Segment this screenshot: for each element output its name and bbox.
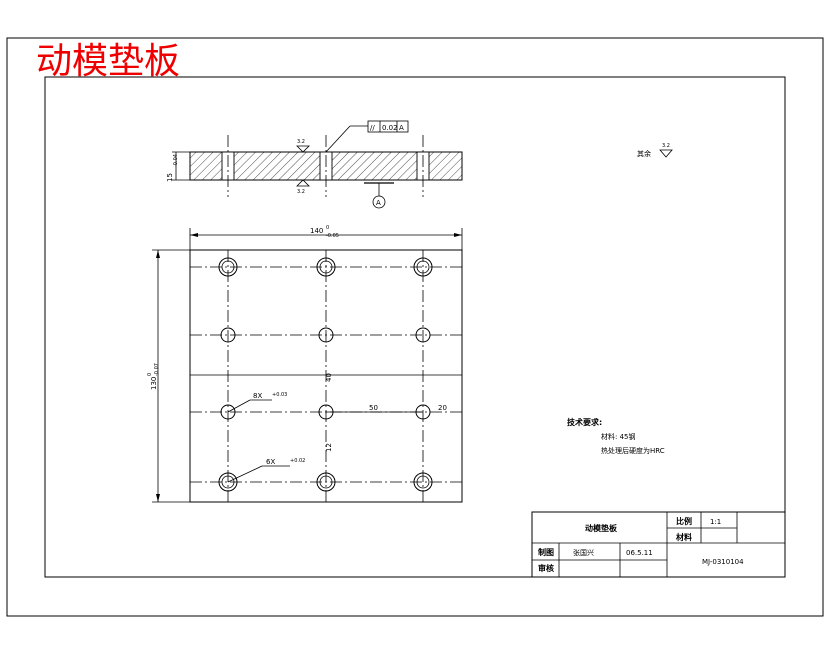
tb-check-label: 审核 <box>538 563 554 573</box>
hole <box>221 260 235 274</box>
hole <box>316 472 336 492</box>
flatness-frame <box>367 120 409 133</box>
tech-heading: 技术要求: <box>567 417 602 427</box>
roughness-top-value: 3.2 <box>297 139 305 145</box>
outer-border <box>6 37 824 617</box>
tb-drawn-by: 张国兴 <box>573 548 594 557</box>
plan-view: 140 0 -0.05 130 0 -0.07 8X +0.03 6X +0.0… <box>147 225 463 503</box>
hole-note-1-extra: +0.03 <box>272 392 287 398</box>
roughness-note-value: 3.2 <box>662 143 670 149</box>
roughness-bottom-value: 3.2 <box>297 189 305 195</box>
height-tol-upper: 0 <box>147 373 153 376</box>
hole <box>413 472 433 492</box>
section-view: 15 -0.04 3.2 3.2 // 0.02 A A <box>166 120 463 209</box>
page-title: 动模垫板 <box>36 41 180 82</box>
thickness-dim: 15 <box>166 173 174 182</box>
drawing-frame <box>44 76 786 578</box>
hole-note-1: 8X <box>253 392 262 400</box>
hole <box>218 257 238 277</box>
tb-drawing-number: MJ-0310104 <box>702 558 744 566</box>
tech-requirements: 技术要求: 材料: 45钢 热处理后硬度为HRC <box>567 417 665 455</box>
hole <box>220 404 236 420</box>
flatness-value: 0.02 <box>382 124 398 132</box>
tech-line-1: 材料: 45钢 <box>601 432 636 441</box>
hole <box>318 327 334 343</box>
width-dim: 140 <box>310 227 323 235</box>
hole <box>415 327 431 343</box>
width-tol-upper: 0 <box>326 225 329 231</box>
roughness-note-label: 其余 <box>637 149 651 158</box>
flatness-datum: A <box>399 124 404 132</box>
roughness-note-icon <box>659 149 673 158</box>
width-tol-lower: -0.05 <box>326 233 339 239</box>
tb-drawn-label: 制图 <box>538 547 554 557</box>
hole <box>319 475 333 489</box>
hole-note-2-extra: +0.02 <box>290 458 305 464</box>
dim-50: 50 <box>369 404 378 412</box>
flatness-symbol-icon: // <box>370 124 375 132</box>
tb-date: 06.5.11 <box>626 549 653 557</box>
tb-part-name: 动模垫板 <box>585 523 618 533</box>
hole <box>221 475 235 489</box>
height-dim: 130 <box>150 377 158 390</box>
datum-circle <box>372 195 386 209</box>
hole <box>416 260 430 274</box>
dim-20: 20 <box>438 404 447 412</box>
hole-note-2: 6X <box>266 458 275 466</box>
title-block: 动模垫板 比例 1:1 材料 制图 张国兴 06.5.11 审核 MJ-0310… <box>531 511 786 578</box>
height-tol-lower: -0.07 <box>154 363 160 376</box>
roughness-top-icon <box>296 145 310 153</box>
dim-40: 40 <box>325 373 333 382</box>
hole <box>413 257 433 277</box>
datum-marker: A <box>376 199 381 207</box>
thickness-tol: -0.04 <box>173 154 179 167</box>
tech-line-2: 热处理后硬度为HRC <box>601 446 665 455</box>
hole <box>316 257 336 277</box>
tb-scale-value: 1:1 <box>710 518 721 526</box>
roughness-bottom-icon <box>296 179 310 187</box>
dim-12: 12 <box>325 443 333 452</box>
hole <box>218 472 238 492</box>
hole <box>319 260 333 274</box>
tb-scale-label: 比例 <box>676 516 692 526</box>
hole <box>416 475 430 489</box>
roughness-note: 其余 3.2 <box>637 143 673 158</box>
tb-material-label: 材料 <box>676 532 692 542</box>
hole <box>220 327 236 343</box>
